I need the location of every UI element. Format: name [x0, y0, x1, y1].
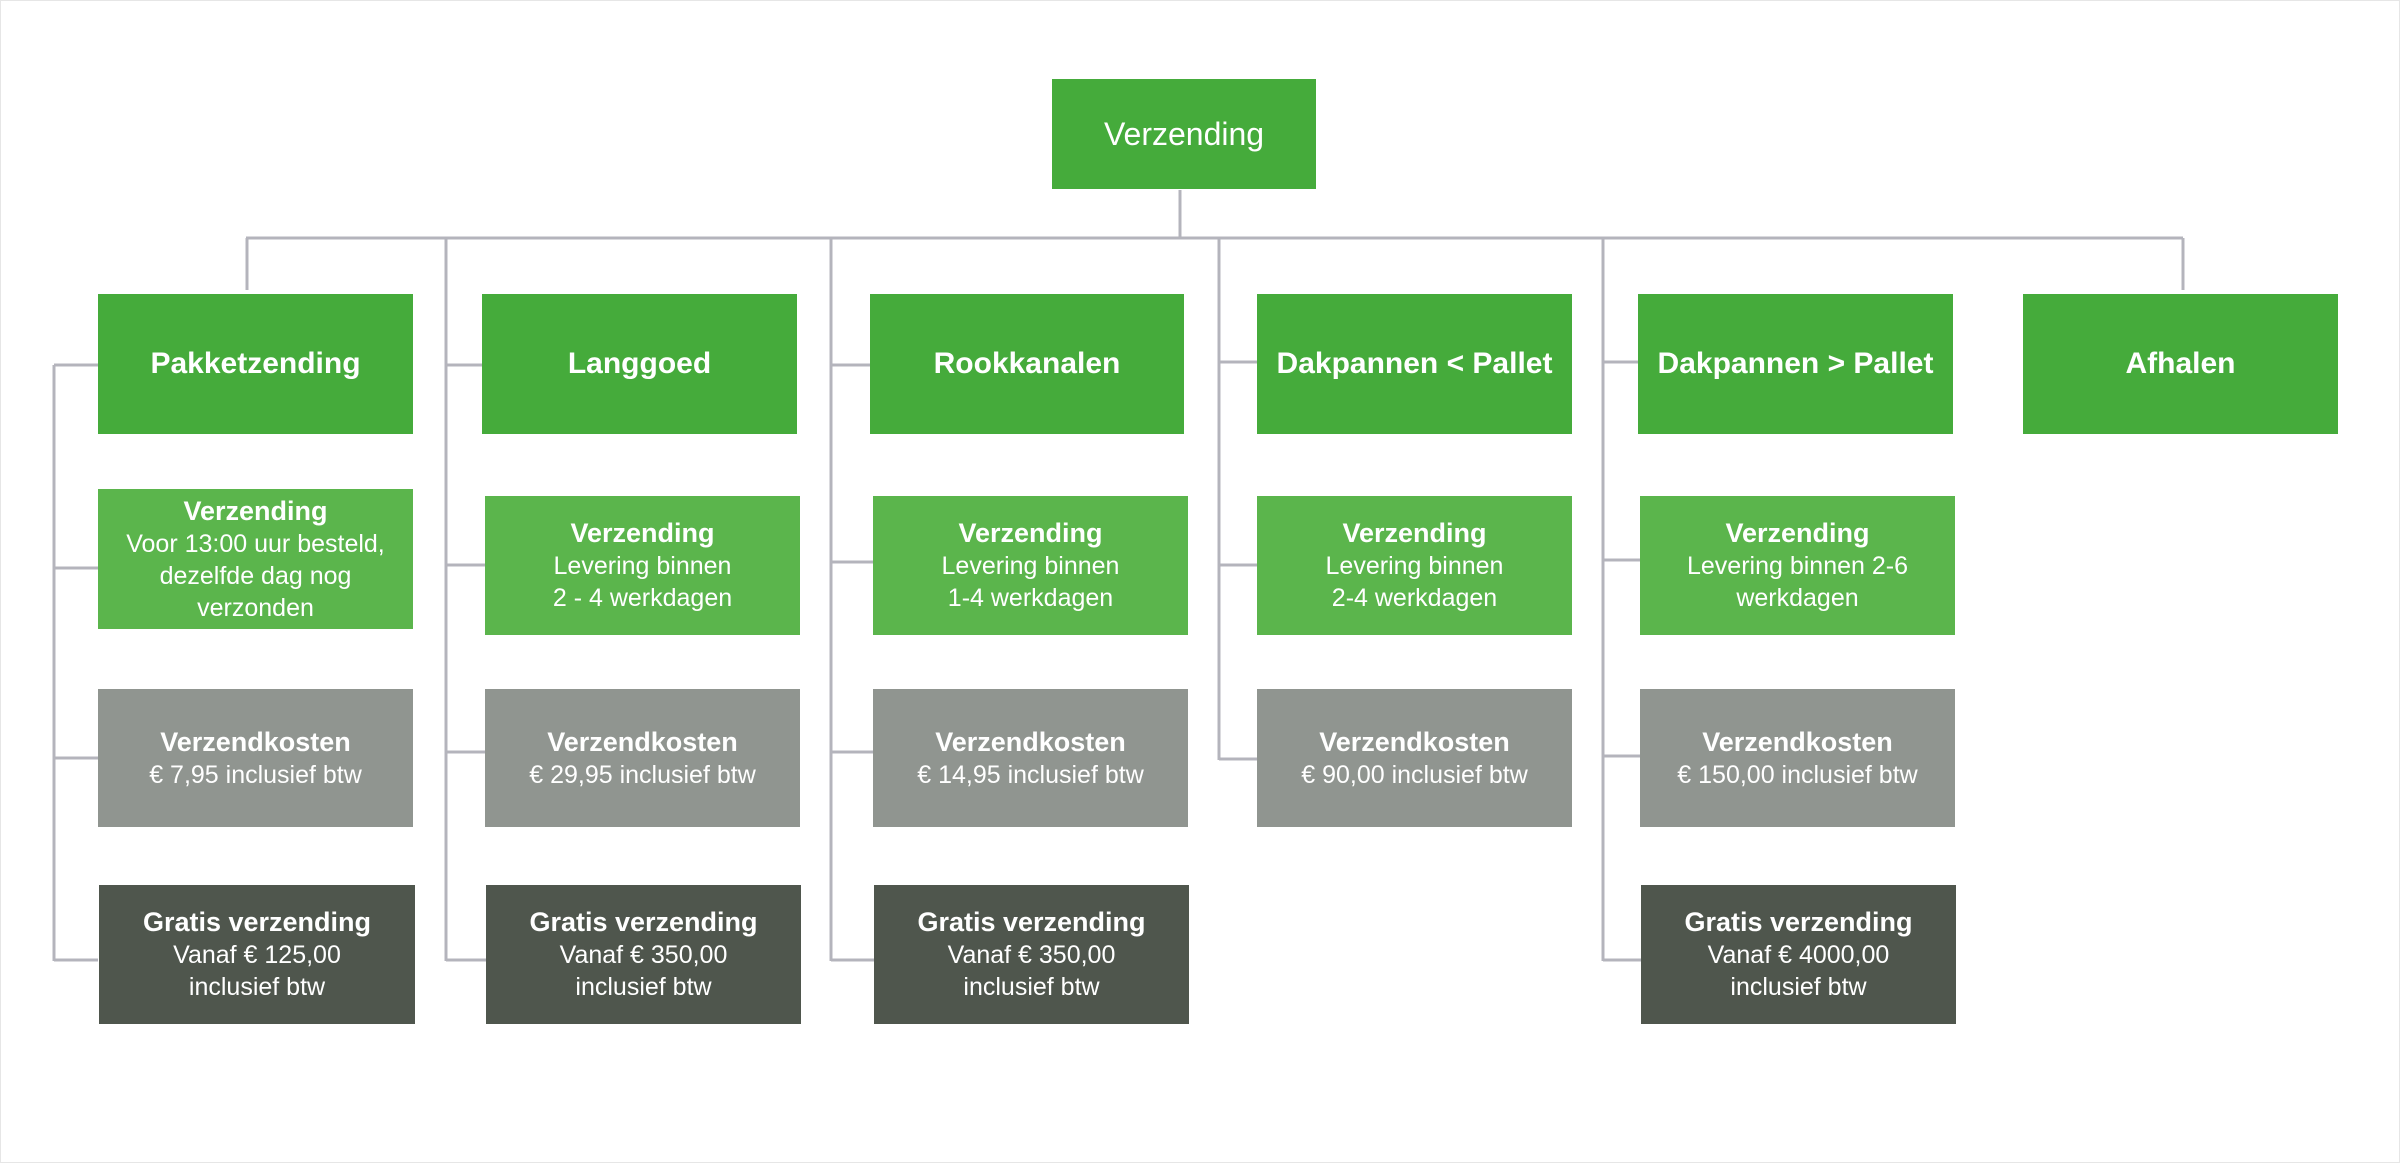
- shipping-box-rookkanalen: Verzending Levering binnen 1-4 werkdagen: [873, 496, 1188, 635]
- shipping-title: Verzending: [570, 518, 715, 548]
- category-title: Dakpannen < Pallet: [1276, 347, 1553, 380]
- shipping-text: Voor 13:00 uur besteld, dezelfde dag nog…: [126, 529, 385, 622]
- category-title: Rookkanalen: [933, 347, 1121, 380]
- costs-title: Verzendkosten: [160, 726, 351, 757]
- shipping-text: Levering binnen 2-6 werkdagen: [1687, 552, 1908, 612]
- costs-box-dakpannen-boven-pallet: Verzendkosten € 150,00 inclusief btw: [1640, 689, 1955, 827]
- shipping-box-langgoed: Verzending Levering binnen 2 - 4 werkdag…: [485, 496, 800, 635]
- root-node: Verzending: [1052, 79, 1316, 189]
- free-shipping-text: Vanaf € 4000,00 inclusief btw: [1707, 941, 1890, 1001]
- free-shipping-title: Gratis verzending: [142, 907, 372, 937]
- costs-box-pakketzending: Verzendkosten € 7,95 inclusief btw: [98, 689, 413, 827]
- free-shipping-title: Gratis verzending: [917, 907, 1146, 937]
- costs-box-langgoed: Verzendkosten € 29,95 inclusief btw: [485, 689, 800, 827]
- category-langgoed: Langgoed: [482, 294, 797, 434]
- shipping-text: Levering binnen 2 - 4 werkdagen: [552, 552, 733, 612]
- free-shipping-title: Gratis verzending: [529, 907, 758, 937]
- costs-box-dakpannen-onder-pallet: Verzendkosten € 90,00 inclusief btw: [1257, 689, 1572, 827]
- free-shipping-text: Vanaf € 350,00 inclusief btw: [559, 941, 728, 1001]
- category-dakpannen-onder-pallet: Dakpannen < Pallet: [1257, 294, 1572, 434]
- costs-title: Verzendkosten: [547, 726, 738, 757]
- root-title: Verzending: [1103, 115, 1265, 152]
- costs-text: € 14,95 inclusief btw: [917, 760, 1144, 789]
- costs-title: Verzendkosten: [935, 726, 1126, 757]
- category-pakketzending: Pakketzending: [98, 294, 413, 434]
- free-shipping-box-langgoed: Gratis verzending Vanaf € 350,00 inclusi…: [486, 885, 801, 1024]
- costs-title: Verzendkosten: [1319, 726, 1510, 757]
- free-shipping-title: Gratis verzending: [1684, 907, 1913, 937]
- shipping-box-dakpannen-onder-pallet: Verzending Levering binnen 2-4 werkdagen: [1257, 496, 1572, 635]
- category-title: Pakketzending: [150, 347, 361, 380]
- shipping-title: Verzending: [183, 495, 328, 526]
- costs-title: Verzendkosten: [1702, 726, 1893, 757]
- shipping-box-pakketzending: Verzending Voor 13:00 uur besteld, dezel…: [98, 489, 413, 629]
- shipping-title: Verzending: [1342, 518, 1487, 548]
- shipping-title: Verzending: [1725, 518, 1870, 548]
- category-title: Langgoed: [567, 347, 712, 380]
- costs-text: € 7,95 inclusief btw: [149, 760, 362, 789]
- shipping-text: Levering binnen 2-4 werkdagen: [1325, 552, 1504, 612]
- costs-text: € 150,00 inclusief btw: [1677, 760, 1918, 789]
- shipping-box-dakpannen-boven-pallet: Verzending Levering binnen 2-6 werkdagen: [1640, 496, 1955, 635]
- category-afhalen: Afhalen: [2023, 294, 2338, 434]
- free-shipping-box-dakpannen-boven-pallet: Gratis verzending Vanaf € 4000,00 inclus…: [1641, 885, 1956, 1024]
- shipping-title: Verzending: [958, 518, 1103, 548]
- free-shipping-text: Vanaf € 350,00 inclusief btw: [947, 941, 1116, 1001]
- category-rookkanalen: Rookkanalen: [870, 294, 1184, 434]
- shipping-text: Levering binnen 1-4 werkdagen: [941, 552, 1120, 612]
- costs-box-rookkanalen: Verzendkosten € 14,95 inclusief btw: [873, 689, 1188, 827]
- category-title: Dakpannen > Pallet: [1657, 347, 1934, 380]
- costs-text: € 29,95 inclusief btw: [529, 760, 756, 789]
- category-title: Afhalen: [2125, 347, 2236, 380]
- free-shipping-box-rookkanalen: Gratis verzending Vanaf € 350,00 inclusi…: [874, 885, 1189, 1024]
- free-shipping-text: Vanaf € 125,00 inclusief btw: [173, 941, 341, 1001]
- costs-text: € 90,00 inclusief btw: [1301, 760, 1528, 789]
- free-shipping-box-pakketzending: Gratis verzending Vanaf € 125,00 inclusi…: [99, 885, 415, 1024]
- category-dakpannen-boven-pallet: Dakpannen > Pallet: [1638, 294, 1953, 434]
